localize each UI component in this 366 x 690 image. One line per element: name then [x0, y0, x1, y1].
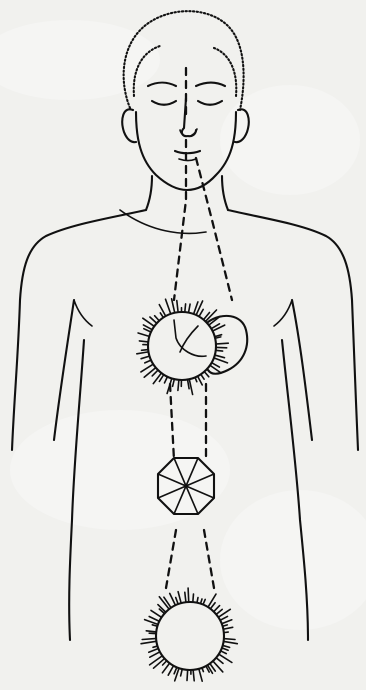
- heart-ray: [142, 350, 148, 351]
- heart-ray: [217, 343, 228, 344]
- heart-ray: [178, 381, 179, 391]
- base-ray: [193, 594, 194, 601]
- base-ray: [197, 598, 198, 602]
- base-ray: [225, 639, 235, 640]
- base-ray: [146, 631, 155, 632]
- heart-ray: [139, 341, 147, 342]
- base-ray: [142, 639, 155, 640]
- base-ray: [224, 625, 228, 626]
- base-ray: [193, 671, 194, 681]
- base-ray: [188, 588, 189, 601]
- heart-ray: [217, 350, 223, 351]
- base-ray: [202, 669, 203, 672]
- heart-ray: [185, 304, 186, 311]
- base-ray: [185, 592, 186, 601]
- base-ray: [201, 599, 202, 603]
- base-ray: [187, 671, 188, 681]
- heart-ray: [216, 337, 221, 338]
- base-ray: [153, 646, 157, 647]
